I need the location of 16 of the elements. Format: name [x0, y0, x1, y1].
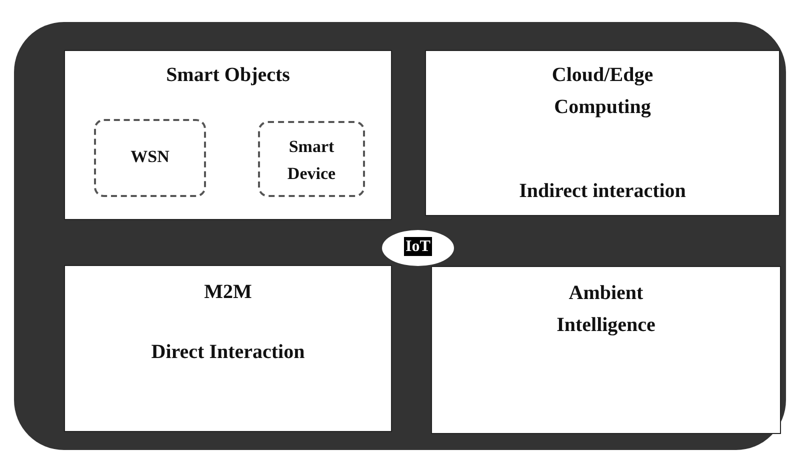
node-label: Smart Objects	[165, 63, 291, 88]
node-label: Direct Interaction	[150, 340, 306, 365]
dashed-box	[258, 121, 365, 197]
node-label: Cloud/Edge Computing	[550, 63, 654, 120]
node-label: M2M	[203, 280, 253, 305]
node-label: Indirect interaction	[518, 179, 687, 204]
node-label: Smart Device	[286, 136, 337, 186]
panel	[431, 266, 781, 434]
background-panel	[14, 22, 786, 450]
highlighted-label: IoT	[404, 237, 432, 256]
panel	[64, 50, 392, 220]
panel	[64, 265, 392, 432]
panel	[425, 50, 780, 216]
node-label: Ambient Intelligence	[556, 281, 656, 338]
node-label: WSN	[130, 146, 170, 168]
dashed-box	[94, 119, 206, 197]
